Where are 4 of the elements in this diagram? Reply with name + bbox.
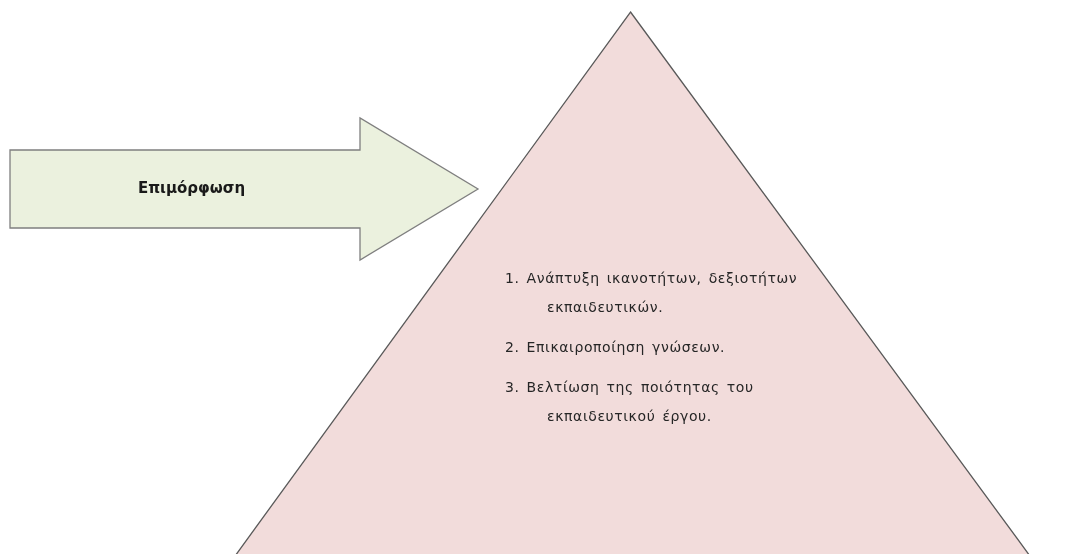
list-item: 2. Επικαιροποίηση γνώσεων. bbox=[505, 338, 727, 357]
list-item: 3. Βελτίωση της ποιότητας του εκπαιδευτικού έργου. bbox=[505, 378, 755, 426]
arrow-label: Επιμόρφωση bbox=[138, 179, 246, 197]
list-item: 1. Ανάπτυξη ικανοτήτων, δεξιοτήτων εκπαιδευτικών. bbox=[505, 269, 799, 317]
